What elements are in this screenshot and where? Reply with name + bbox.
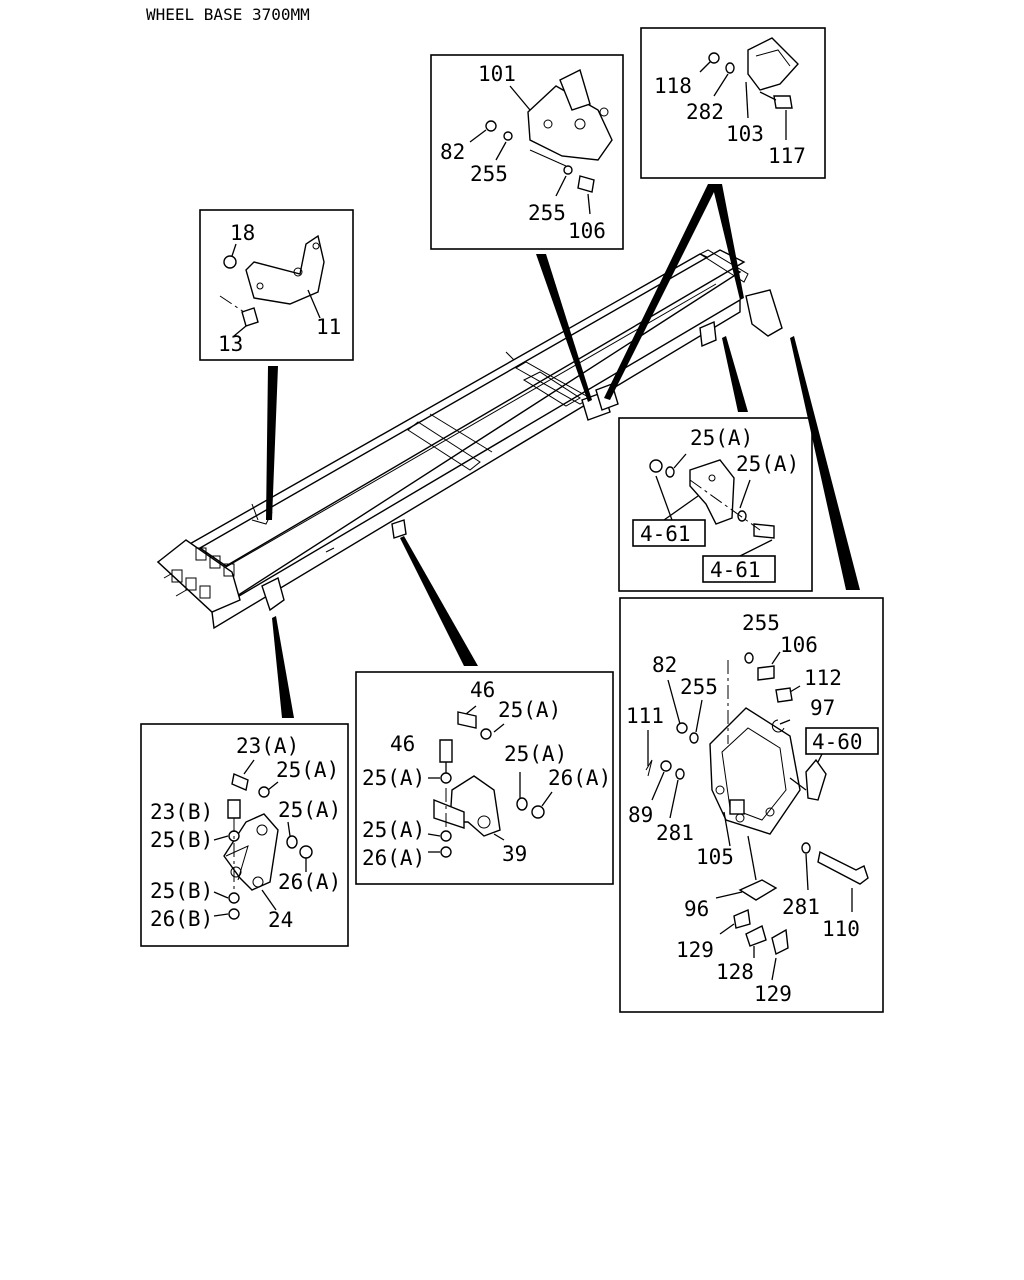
leader-wedges (266, 184, 860, 718)
callout-46: 46 (470, 678, 495, 702)
callout-25a: 25(A) (504, 742, 567, 766)
callout-25a: 25(A) (362, 818, 425, 842)
detail-box-24 (140, 723, 349, 947)
callout-117: 117 (768, 144, 806, 168)
callout-128: 128 (716, 960, 754, 984)
callout-255: 255 (470, 162, 508, 186)
callout-82: 82 (652, 653, 677, 677)
callout-25a: 25(A) (736, 452, 799, 476)
callout-18: 18 (230, 221, 255, 245)
callout-129: 129 (676, 938, 714, 962)
callout-25b: 25(B) (150, 828, 213, 852)
callout-25a: 25(A) (278, 798, 341, 822)
callout-26a: 26(A) (362, 846, 425, 870)
callout-26b: 26(B) (150, 907, 213, 931)
callout-23a: 23(A) (236, 734, 299, 758)
callout-111: 111 (626, 704, 664, 728)
callout-46: 46 (390, 732, 415, 756)
ref-4-60: 4-60 (812, 730, 863, 754)
callout-23b: 23(B) (150, 800, 213, 824)
callout-103: 103 (726, 122, 764, 146)
callout-24: 24 (268, 908, 293, 932)
callout-26a: 26(A) (548, 766, 611, 790)
ref-4-61: 4-61 (640, 522, 691, 546)
chassis-frame (156, 249, 783, 630)
callout-25a: 25(A) (276, 758, 339, 782)
ref-4-61: 4-61 (710, 558, 761, 582)
detail-box-101 (430, 54, 624, 250)
callout-118: 118 (654, 74, 692, 98)
callout-25a: 25(A) (690, 426, 753, 450)
callout-39: 39 (502, 842, 527, 866)
callout-11: 11 (316, 315, 341, 339)
callout-255: 255 (680, 675, 718, 699)
callout-255: 255 (742, 611, 780, 635)
callout-13: 13 (218, 332, 243, 356)
callout-89: 89 (628, 803, 653, 827)
callout-112: 112 (804, 666, 842, 690)
detail-box-11 (199, 209, 354, 361)
callout-labels: 101 82 255 255 106 118 282 103 117 18 11… (150, 62, 863, 1006)
callout-25a: 25(A) (498, 698, 561, 722)
callout-106: 106 (780, 633, 818, 657)
callout-97: 97 (810, 696, 835, 720)
detail-box-103 (640, 27, 826, 179)
detail-box-105 (619, 597, 884, 1013)
detail-box-39 (355, 671, 614, 885)
callout-106: 106 (568, 219, 606, 243)
callout-82: 82 (440, 140, 465, 164)
callout-25a: 25(A) (362, 766, 425, 790)
callout-105: 105 (696, 845, 734, 869)
callout-255: 255 (528, 201, 566, 225)
callout-110: 110 (822, 917, 860, 941)
detail-box-4-61 (618, 417, 813, 592)
callout-281: 281 (656, 821, 694, 845)
callout-282: 282 (686, 100, 724, 124)
callout-281: 281 (782, 895, 820, 919)
callout-129: 129 (754, 982, 792, 1006)
callout-25b: 25(B) (150, 879, 213, 903)
callout-96: 96 (684, 897, 709, 921)
callout-26a: 26(A) (278, 870, 341, 894)
diagram-title: WHEEL BASE 3700MM (146, 5, 310, 24)
callout-101: 101 (478, 62, 516, 86)
